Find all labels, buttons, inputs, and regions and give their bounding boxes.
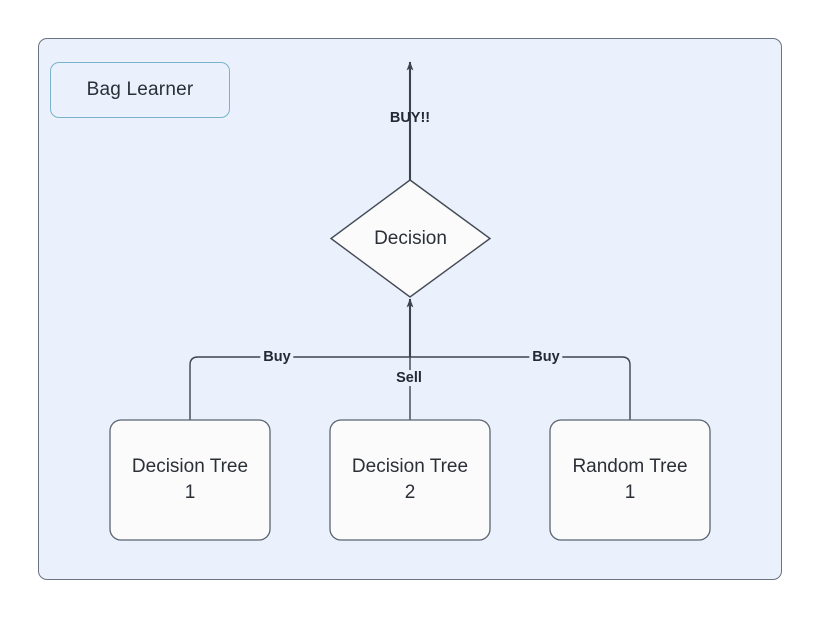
edge-label-middle-sell: Sell <box>393 370 425 386</box>
leaf-box-random-tree-1[interactable] <box>549 419 711 541</box>
edge-right-branch <box>410 356 631 420</box>
edge-left-branch <box>189 356 410 420</box>
bag-learner-title-box[interactable]: Bag Learner <box>50 62 230 118</box>
edge-label-output: BUY!! <box>389 110 431 126</box>
leaf-box-decision-tree-2[interactable] <box>329 419 491 541</box>
leaf-box-decision-tree-1[interactable] <box>109 419 271 541</box>
bag-learner-title-text: Bag Learner <box>86 79 194 100</box>
edge-label-right-buy: Buy <box>529 349 563 365</box>
decision-diamond[interactable] <box>329 179 492 298</box>
edge-label-left-buy: Buy <box>260 349 294 365</box>
